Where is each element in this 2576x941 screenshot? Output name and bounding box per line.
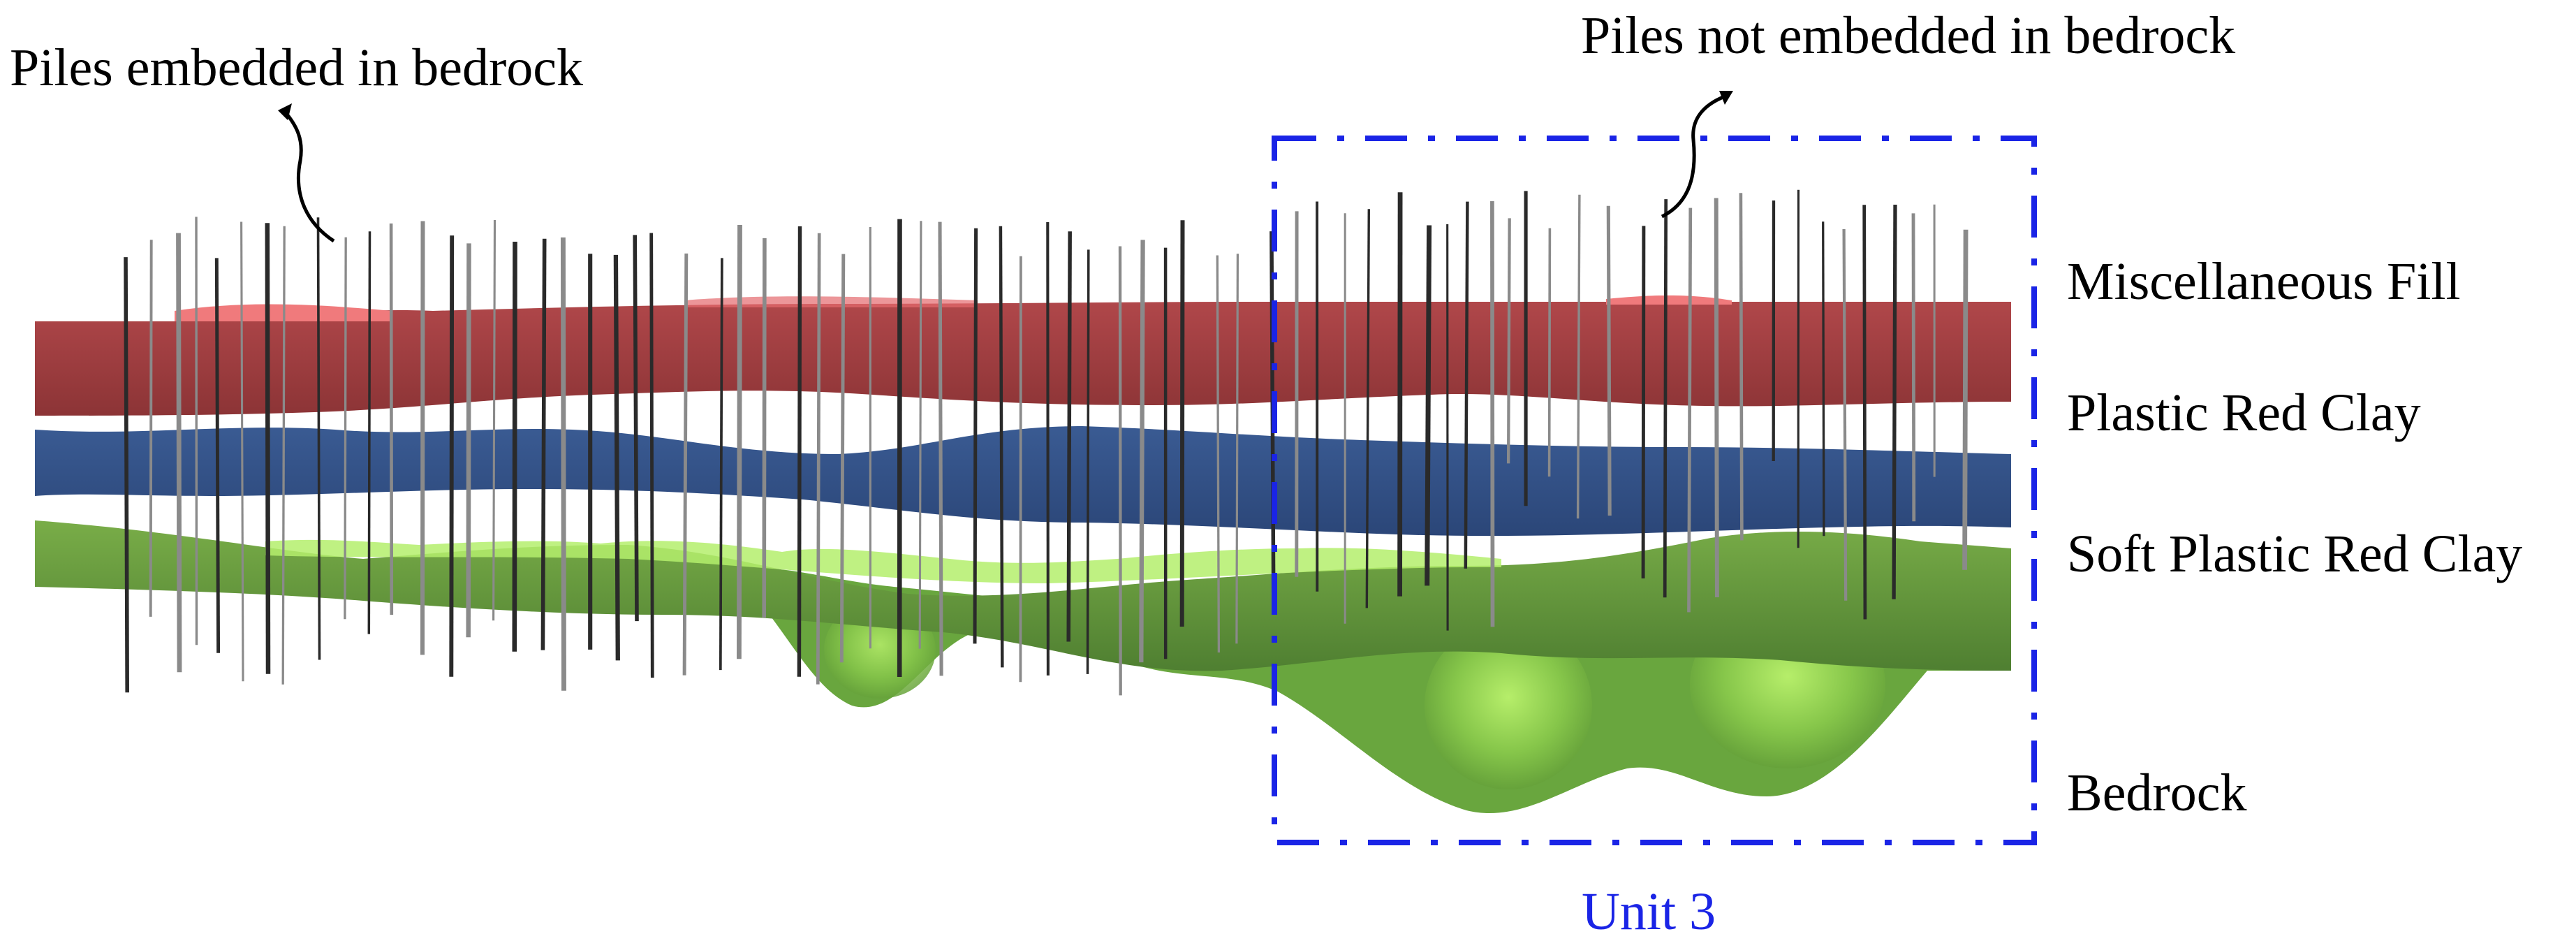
arrow-nonembedded-head bbox=[1719, 91, 1733, 105]
pile bbox=[316, 217, 321, 660]
pile bbox=[420, 221, 425, 655]
pile bbox=[1086, 249, 1090, 674]
pile bbox=[1576, 194, 1581, 519]
pile bbox=[124, 257, 129, 693]
pile bbox=[1739, 193, 1744, 541]
pile bbox=[1506, 218, 1511, 464]
pile bbox=[762, 238, 767, 618]
pile bbox=[1822, 221, 1825, 537]
pile bbox=[938, 221, 943, 676]
pile bbox=[1663, 199, 1668, 598]
pile bbox=[1046, 221, 1050, 676]
arrow-embedded-head bbox=[278, 103, 292, 120]
pile bbox=[449, 235, 455, 677]
pile bbox=[389, 223, 394, 615]
pile bbox=[492, 219, 496, 621]
piles-group bbox=[124, 189, 1968, 696]
pile bbox=[1139, 240, 1145, 663]
legend-miscellaneous-fill: Miscellaneous Fill bbox=[2067, 252, 2461, 311]
bedrock-bulge-left bbox=[1425, 622, 1592, 789]
fill-highlight bbox=[175, 304, 391, 321]
pile bbox=[1842, 228, 1848, 601]
legend-plastic-red-clay: Plastic Red Clay bbox=[2067, 384, 2421, 442]
pile bbox=[344, 237, 347, 620]
pile bbox=[265, 223, 271, 674]
pile bbox=[816, 233, 821, 685]
pile bbox=[1714, 198, 1719, 598]
fill-highlight-2 bbox=[684, 296, 978, 307]
pile bbox=[649, 233, 654, 678]
layer-soft-plastic-red-clay bbox=[35, 520, 2011, 671]
pile bbox=[682, 253, 689, 676]
pile bbox=[1425, 225, 1432, 586]
pile bbox=[1862, 205, 1867, 620]
legend-soft-plastic-red-clay: Soft Plastic Red Clay bbox=[2067, 525, 2522, 583]
pile bbox=[1464, 201, 1469, 569]
pile bbox=[540, 238, 547, 650]
pile bbox=[973, 228, 978, 644]
pile bbox=[195, 217, 198, 645]
pile bbox=[214, 258, 221, 653]
unit-boundary-box bbox=[1272, 136, 2037, 845]
legend-bedrock: Bedrock bbox=[2067, 764, 2246, 822]
pile bbox=[918, 221, 922, 649]
fill-highlight-3 bbox=[1606, 295, 1732, 305]
pile bbox=[1911, 213, 1916, 522]
label-piles-not-embedded: Piles not embedded in bedrock bbox=[1581, 6, 2235, 65]
pile bbox=[999, 226, 1004, 668]
pile bbox=[1641, 226, 1646, 579]
pile bbox=[633, 235, 639, 622]
pile bbox=[719, 258, 723, 671]
label-unit-3: Unit 3 bbox=[1582, 882, 1716, 941]
pile bbox=[613, 254, 620, 661]
pile bbox=[149, 240, 153, 617]
pile bbox=[1179, 220, 1185, 627]
pile bbox=[839, 254, 846, 663]
soft-clay-highlight bbox=[265, 539, 1501, 583]
pile bbox=[240, 221, 244, 682]
layer-plastic-red-clay bbox=[35, 426, 2011, 537]
pile bbox=[1962, 229, 1968, 570]
pile bbox=[1397, 192, 1403, 597]
pile bbox=[1118, 246, 1122, 696]
pile bbox=[797, 226, 802, 677]
pile bbox=[1892, 204, 1897, 599]
pile bbox=[1216, 255, 1221, 653]
label-piles-embedded: Piles embedded in bedrock bbox=[10, 38, 583, 97]
pile bbox=[1490, 200, 1495, 627]
pile bbox=[176, 233, 182, 673]
pile bbox=[1365, 209, 1371, 608]
arrow-embedded-piles bbox=[284, 110, 335, 243]
pile bbox=[1066, 231, 1072, 642]
pile bbox=[1606, 205, 1612, 516]
pile bbox=[560, 237, 566, 691]
arrow-nonembedded-piles bbox=[1661, 94, 1725, 219]
pile bbox=[1235, 254, 1239, 644]
pile bbox=[1687, 207, 1693, 613]
pile bbox=[281, 226, 286, 685]
layer-miscellaneous-fill bbox=[35, 302, 2011, 416]
pile bbox=[1019, 256, 1022, 683]
